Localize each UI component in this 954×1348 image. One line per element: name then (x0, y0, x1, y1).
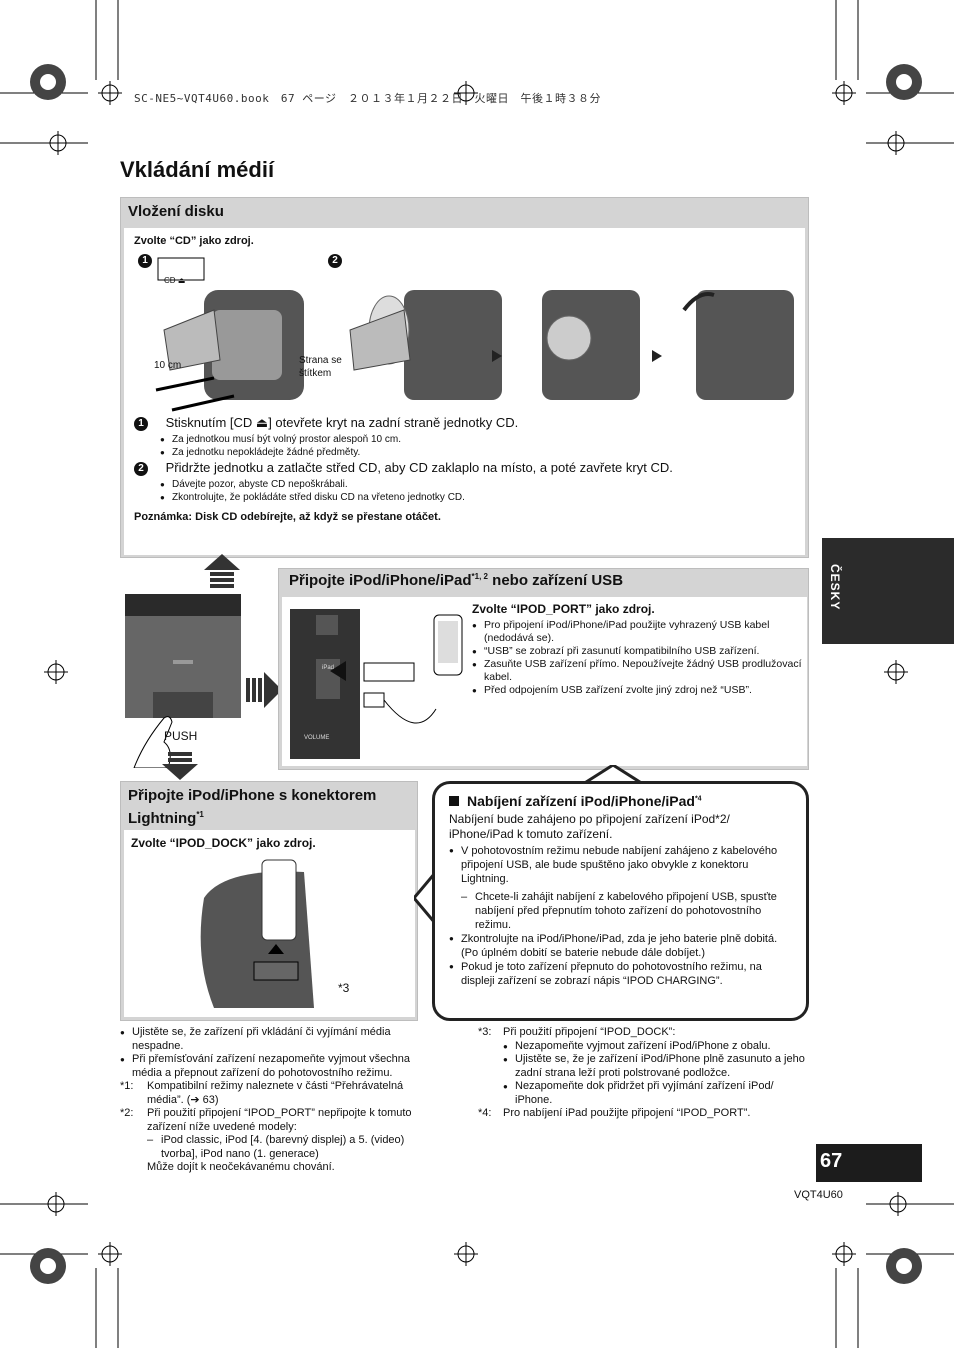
language-tab: ČESKY (822, 538, 954, 644)
usb-bullet: Pro připojení iPod/iPhone/iPad použijte … (472, 619, 802, 645)
footnote-1: *1: Kompatibilní režimy naleznete v část… (120, 1080, 440, 1107)
charging-title-sup: *4 (694, 795, 702, 803)
lightning-source: Zvolte “IPOD_DOCK” jako zdroj. (131, 836, 316, 850)
fn1-text: Kompatibilní režimy naleznete v části “P… (147, 1080, 404, 1106)
usb-panel-body: iPad VOLUME Zvolte “IPOD_PORT” jako zdro… (282, 597, 807, 766)
main-unit-illustration (125, 594, 241, 718)
label-10cm: 10 cm (154, 360, 182, 371)
step1-bullet: Za jednotkou musí být volný prostor ales… (160, 433, 794, 446)
fn3-bullet: Ujistěte se, že je zařízení iPod/iPhone … (503, 1053, 810, 1080)
doc-code: VQT4U60 (794, 1189, 843, 1201)
ipad-port-label: iPad (322, 665, 335, 671)
usb-title-main: Připojte iPod/iPhone/iPad (289, 572, 472, 589)
step1-badge: 1 (138, 254, 152, 268)
charging-box: Nabíjení zařízení iPod/iPhone/iPad*4 Nab… (432, 781, 809, 1021)
print-header: SC-NE5~VQT4U60.book 67 ページ ２０１３年１月２２日 火曜… (134, 92, 601, 105)
charging-heading: Nabíjení zařízení iPod/iPhone/iPad*4 (449, 793, 702, 809)
charging-bullet: V pohotovostním režimu nebude nabíjení z… (449, 844, 797, 886)
step2-badge: 2 (328, 254, 342, 268)
square-icon (449, 796, 459, 806)
lightning-title-sup: *1 (196, 810, 204, 819)
charging-bullet: Zkontrolujte na iPod/iPhone/iPad, zda je… (449, 932, 797, 960)
disk-panel-body: Zvolte “CD” jako zdroj. 1 2 CD ⏏ 1 (124, 228, 805, 555)
footnote-4: *4: Pro nabíjení iPad použijte připojení… (478, 1107, 810, 1121)
fn2-dash: iPod classic, iPod [4. (barevný displej)… (147, 1134, 440, 1161)
dock-illustration (200, 859, 314, 1008)
fn3-text: Při použití připojení “IPOD_DOCK”: (503, 1026, 676, 1038)
disk-source: Zvolte “CD” jako zdroj. (134, 235, 254, 247)
fn1-mark: *1: (120, 1080, 134, 1092)
disk-panel-title: Vložení disku (128, 203, 224, 220)
usb-illustration (290, 609, 463, 759)
arrow-up-icon (204, 554, 240, 588)
lightning-title-line2: Lightning (128, 810, 197, 827)
page-title: Vkládání médií (120, 157, 275, 182)
usb-panel-title: Připojte iPod/iPhone/iPad*1, 2 nebo zaří… (289, 572, 623, 589)
lightning-panel: Připojte iPod/iPhone s konektorem Lightn… (120, 781, 418, 1021)
fn2-end: Může dojít k neočekávanému chování. (147, 1161, 335, 1173)
usb-title-sup: *1, 2 (471, 572, 488, 581)
step1: 1 Stisknutím [CD ⏏] otevřete kryt na zad… (134, 415, 794, 459)
charging-text: Nabíjení bude zahájeno po připojení zaří… (449, 812, 797, 988)
fn4-mark: *4: (478, 1107, 492, 1119)
step2-bullet: Zkontrolujte, že pokládáte střed disku C… (160, 491, 794, 504)
disk-illustration (155, 257, 794, 412)
lightning-title-line1: Připojte iPod/iPhone s konektorem (128, 787, 377, 804)
volume-label: VOLUME (304, 735, 330, 741)
fn2-mark: *2: (120, 1107, 134, 1119)
notes-left: Ujistěte se, že zařízení při vkládání či… (120, 1026, 440, 1175)
usb-bullet: Zasuňte USB zařízení přímo. Nepoužívejte… (472, 658, 802, 684)
usb-bullet: “USB” se zobrazí při zasunutí kompatibil… (472, 645, 802, 658)
note-bullet: Při přemísťování zařízení nezapomeňte vy… (120, 1053, 440, 1080)
step2-badge-inline: 2 (134, 461, 148, 476)
step1-badge-inline: 1 (134, 416, 148, 431)
step2: 2 Přidržte jednotku a zatlačte střed CD,… (134, 460, 794, 504)
usb-title-end: nebo zařízení USB (488, 572, 624, 589)
charging-intro: Nabíjení bude zahájeno po připojení zaří… (449, 812, 730, 841)
note-bullet: Ujistěte se, že zařízení při vkládání či… (120, 1026, 440, 1053)
arrow-down-icon (162, 752, 198, 780)
label-side-text: Strana se štítkem (299, 355, 342, 379)
callout-3: *3 (338, 981, 350, 995)
fn4-text: Pro nabíjení iPad použijte připojení “IP… (503, 1107, 751, 1119)
fn3-mark: *3: (478, 1026, 492, 1038)
step2-bullet: Dávejte pozor, abyste CD nepoškrábali. (160, 478, 794, 491)
charging-dash: Chcete-li zahájit nabíjení z kabelového … (461, 890, 797, 932)
push-label: PUSH (164, 729, 198, 743)
step1-text: Stisknutím [CD ⏏] otevřete kryt na zadní… (165, 415, 519, 430)
usb-bullet: Před odpojením USB zařízení zvolte jiný … (472, 684, 802, 697)
lightning-panel-body: Zvolte “IPOD_DOCK” jako zdroj. *3 (124, 830, 415, 1017)
arrow-right-icon (246, 672, 282, 708)
lightning-panel-title: Připojte iPod/iPhone s konektorem Lightn… (128, 786, 376, 828)
disk-panel: Vložení disku Zvolte “CD” jako zdroj. 1 … (120, 197, 809, 558)
fn2-text: Při použití připojení “IPOD_PORT” nepřip… (147, 1107, 412, 1133)
footnote-2: *2: Při použití připojení “IPOD_PORT” ne… (120, 1107, 440, 1134)
charging-title: Nabíjení zařízení iPod/iPhone/iPad (467, 793, 695, 809)
cd-button-label: CD ⏏ (164, 276, 186, 285)
step1-bullet: Za jednotku nepokládejte žádné předměty. (160, 446, 794, 459)
page-number: 67 (816, 1144, 922, 1182)
usb-text: Zvolte “IPOD_PORT” jako zdroj. Pro připo… (472, 602, 802, 697)
step2-text: Přidržte jednotku a zatlačte střed CD, a… (165, 460, 673, 475)
fn3-bullet: Nezapomeňte vyjmout zařízení iPod/iPhone… (503, 1040, 810, 1054)
usb-panel: Připojte iPod/iPhone/iPad*1, 2 nebo zaří… (278, 568, 809, 770)
disk-note: Poznámka: Disk CD odebírejte, až když se… (134, 511, 441, 523)
usb-source: Zvolte “IPOD_PORT” jako zdroj. (472, 602, 655, 616)
charging-bullet: Pokud je toto zařízení přepnuto do pohot… (449, 960, 797, 988)
fn3-bullet: Nezapomeňte dok přidržet při vyjímání za… (503, 1080, 810, 1107)
footnote-3: *3: Při použití připojení “IPOD_DOCK”: (478, 1026, 810, 1040)
language-tab-label: ČESKY (828, 564, 842, 611)
notes-right: *3: Při použití připojení “IPOD_DOCK”: N… (478, 1026, 810, 1121)
